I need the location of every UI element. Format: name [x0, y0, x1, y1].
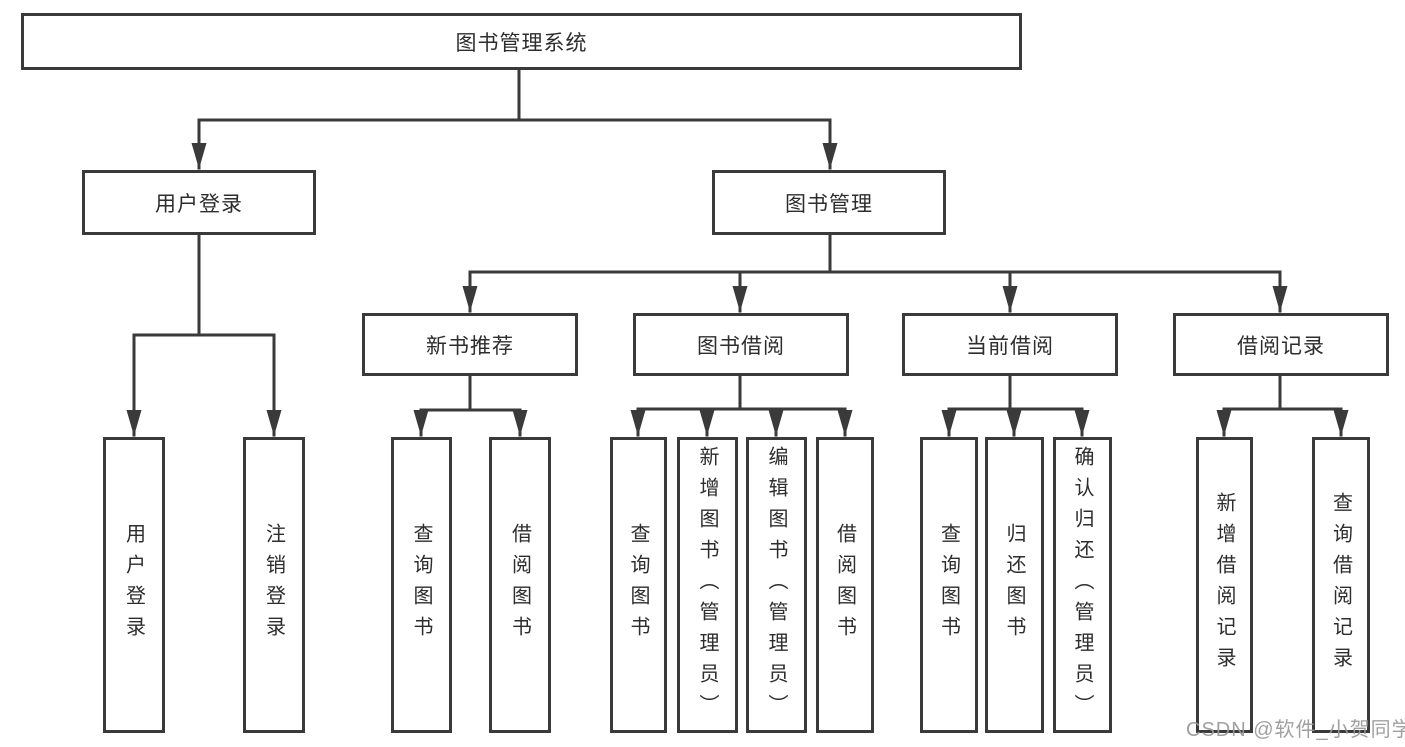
connector-current-borrow-trunk — [947, 374, 1084, 411]
connector-borrow-records-trunk — [1222, 374, 1343, 411]
leaf-borrow-books-recommend: 借阅图书 — [489, 437, 551, 733]
csdn-watermark: CSDN @软件_小贺同学 — [1186, 719, 1405, 741]
node-root: 图书管理系统 — [21, 13, 1022, 70]
leaf-add-books-admin: 新增图书（管理员） — [677, 437, 738, 733]
leaf-user-login: 用户登录 — [103, 437, 165, 733]
leaf-return-books: 归还图书 — [985, 437, 1044, 733]
connector-user-login-trunk — [132, 233, 276, 337]
connector-book-borrow-trunk — [636, 374, 847, 411]
leaf-query-borrow-record: 查询借阅记录 — [1312, 437, 1370, 733]
node-user-login: 用户登录 — [82, 170, 316, 235]
connector-new-book-recommend-trunk — [419, 374, 522, 412]
leaf-query-books-recommend: 查询图书 — [391, 437, 452, 733]
leaf-edit-books-admin: 编辑图书（管理员） — [746, 437, 807, 733]
leaf-add-borrow-record: 新增借阅记录 — [1196, 437, 1253, 733]
node-borrow-records: 借阅记录 — [1173, 313, 1389, 376]
connector-root-trunk — [197, 68, 832, 122]
leaf-query-books-current: 查询图书 — [920, 437, 978, 733]
node-current-borrow: 当前借阅 — [902, 313, 1118, 376]
leaf-logout: 注销登录 — [243, 437, 305, 733]
leaf-borrow-books: 借阅图书 — [816, 437, 874, 733]
node-book-borrow: 图书借阅 — [633, 313, 849, 376]
node-book-management: 图书管理 — [712, 170, 946, 235]
leaf-query-books-borrow: 查询图书 — [610, 437, 667, 733]
connector-book-management-trunk — [468, 233, 1282, 274]
leaf-confirm-return-admin: 确认归还（管理员） — [1053, 437, 1112, 733]
node-new-book-recommend: 新书推荐 — [362, 313, 578, 376]
